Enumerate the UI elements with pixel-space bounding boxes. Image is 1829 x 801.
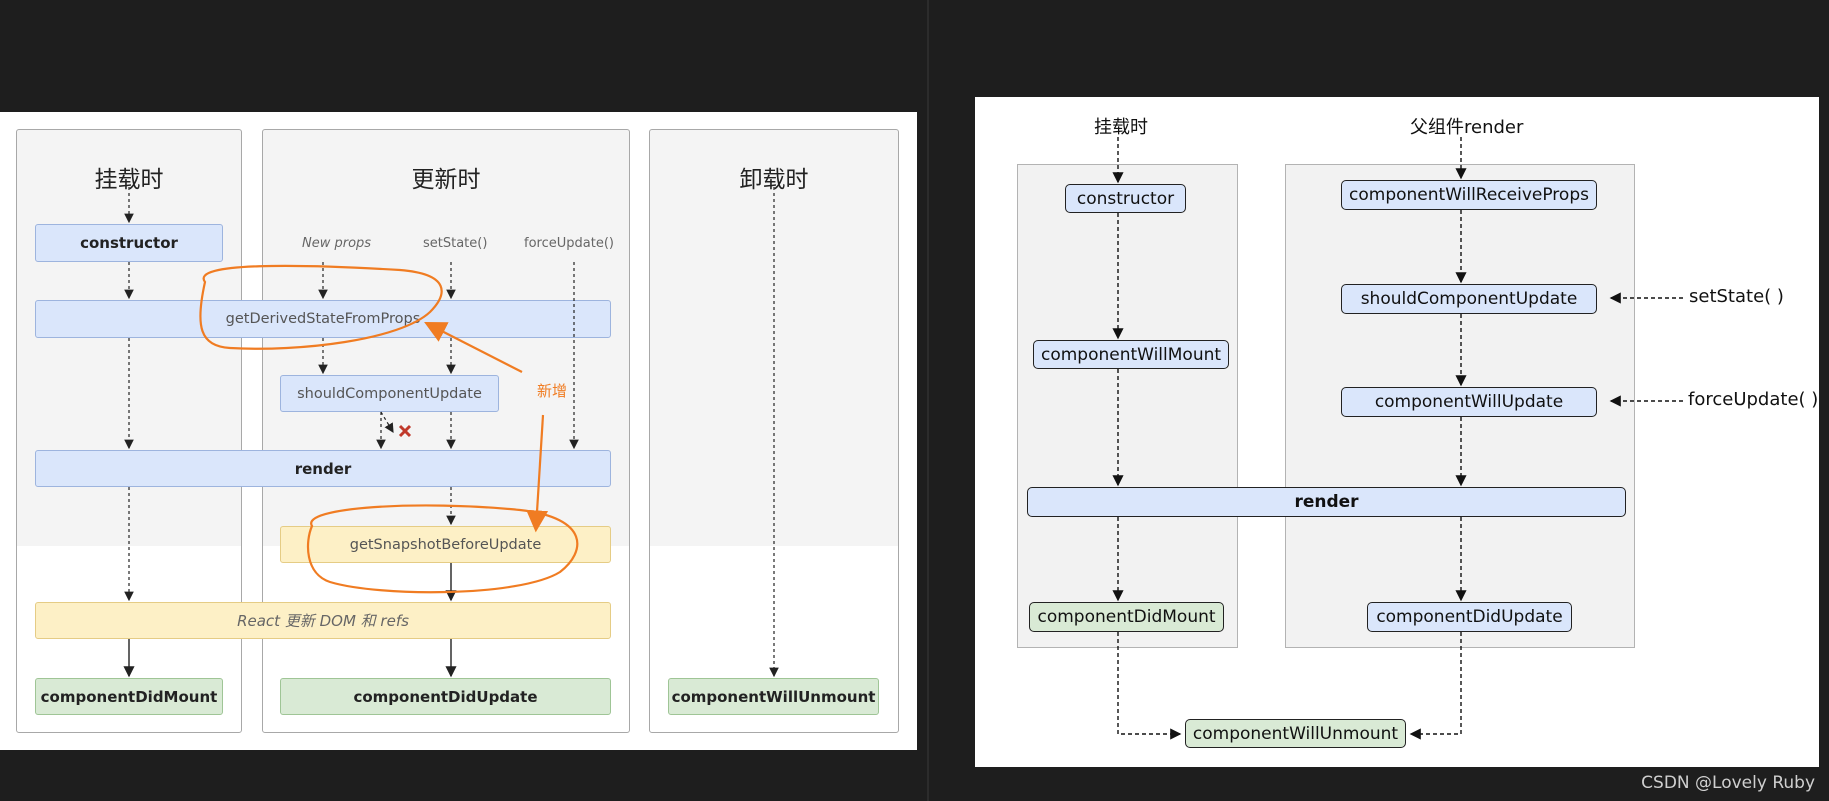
screen-divider [927, 0, 929, 801]
cross-icon [398, 424, 412, 438]
get-snapshot-box: getSnapshotBeforeUpdate [280, 526, 611, 563]
component-did-mount-box: componentDidMount [35, 678, 223, 715]
new-lifecycle-diagram: 挂载时 更新时 卸载时 New props setState() forceUp… [0, 112, 917, 750]
trigger-new-props: New props [302, 236, 372, 251]
component-did-update-box: componentDidUpdate [1367, 602, 1572, 632]
old-lifecycle-diagram: 挂载时 父组件render setState( ) forceUpdate( )… [975, 97, 1819, 767]
watermark: CSDN @Lovely Ruby [1641, 773, 1815, 793]
update-column-title: 更新时 [411, 167, 481, 193]
force-update-label: forceUpdate( ) [1688, 389, 1819, 410]
component-did-mount-box: componentDidMount [1029, 602, 1224, 632]
component-did-update-box: componentDidUpdate [280, 678, 611, 715]
left-arrows [123, 187, 779, 678]
component-will-unmount-box: componentWillUnmount [1185, 719, 1406, 748]
new-annotation-label: 新增 [537, 382, 568, 400]
render-box: render [35, 450, 611, 487]
react-update-dom-box: React 更新 DOM 和 refs [35, 602, 611, 639]
set-state-label: setState( ) [1689, 286, 1784, 307]
should-component-update-box: shouldComponentUpdate [1341, 284, 1597, 314]
component-will-receive-props-box: componentWillReceiveProps [1341, 180, 1597, 210]
mount-label: 挂载时 [1094, 117, 1148, 138]
trigger-set-state: setState() [423, 236, 488, 251]
mount-region [1017, 164, 1238, 648]
component-will-unmount-box: componentWillUnmount [668, 678, 879, 715]
right-arrows [1112, 137, 1683, 740]
parent-render-label: 父组件render [1410, 117, 1524, 138]
component-will-mount-box: componentWillMount [1033, 340, 1229, 369]
get-derived-state-box: getDerivedStateFromProps [35, 300, 611, 338]
constructor-box: constructor [35, 224, 223, 262]
component-will-update-box: componentWillUpdate [1341, 387, 1597, 417]
trigger-force-update: forceUpdate() [524, 236, 614, 251]
should-component-update-box: shouldComponentUpdate [280, 375, 499, 412]
render-box: render [1027, 487, 1626, 517]
constructor-box: constructor [1065, 184, 1186, 213]
